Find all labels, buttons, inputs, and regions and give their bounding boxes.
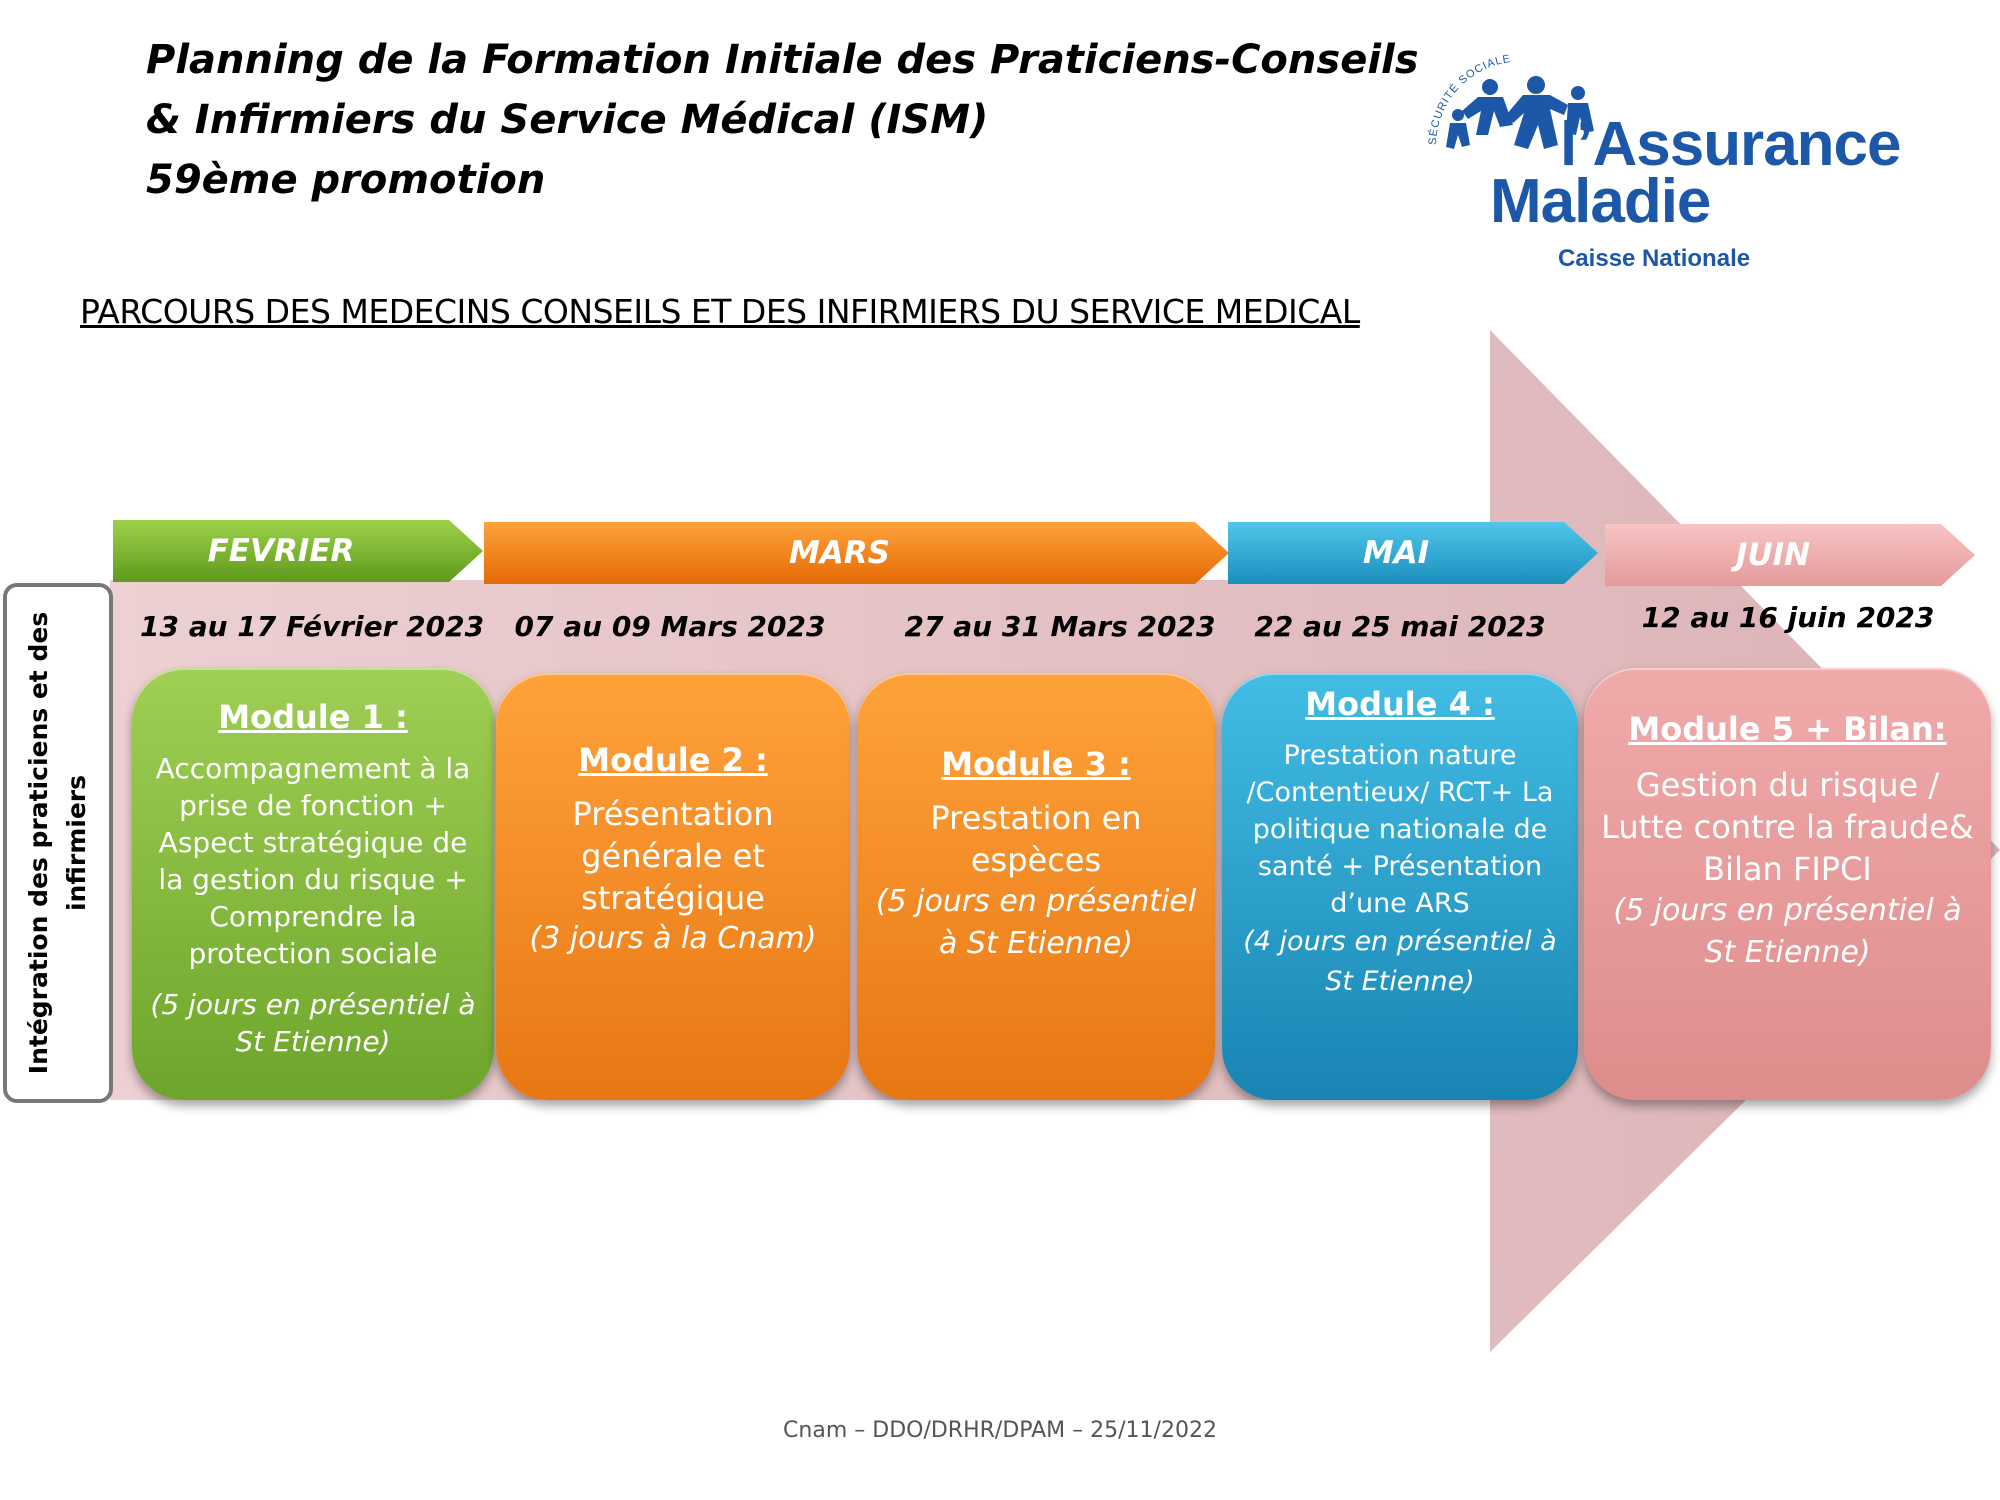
module-3-note: (5 jours en présentiel à St Etienne): [875, 884, 1197, 961]
module-1-description: Accompagnement à la prise de fonction + …: [155, 752, 471, 970]
logo-figures-icon: SÉCURITÉ SOCIALE: [1427, 53, 1594, 149]
module-3-box: Module 3 : Prestation en espèces (5 jour…: [857, 673, 1215, 1100]
module-4-note: (4 jours en présentiel à St Etienne): [1243, 926, 1557, 997]
module-1-title: Module 1 :: [218, 698, 408, 736]
month-arrow-mai: MAI: [1228, 522, 1598, 584]
module-1-note: (5 jours en présentiel à St Etienne): [150, 988, 476, 1058]
date-module-1: 13 au 17 Février 2023: [140, 610, 485, 643]
logo-name-line-2: Maladie: [1490, 167, 1711, 236]
module-5-note: (5 jours en présentiel à St Etienne): [1613, 893, 1962, 970]
title-line-1: Planning de la Formation Initiale des Pr…: [146, 37, 1419, 83]
module-2-note: (3 jours à la Cnam): [529, 921, 817, 956]
module-5-box: Module 5 + Bilan: Gestion du risque / Lu…: [1584, 668, 1991, 1100]
section-heading: PARCOURS DES MEDECINS CONSEILS ET DES IN…: [80, 292, 1360, 331]
module-4-title: Module 4 :: [1305, 685, 1495, 723]
month-arrow-fevrier: FEVRIER: [113, 520, 483, 582]
date-module-3: 27 au 31 Mars 2023: [904, 610, 1216, 643]
module-3-title: Module 3 :: [941, 745, 1131, 783]
module-2-title: Module 2 :: [578, 741, 768, 779]
module-3-description: Prestation en espèces: [930, 799, 1142, 879]
module-2-box: Module 2 : Présentation générale et stra…: [496, 673, 850, 1100]
side-label-box: Intégration des praticiens et des infirm…: [3, 583, 113, 1103]
date-module-4: 22 au 25 mai 2023: [1254, 610, 1546, 643]
title-line-3: 59ème promotion: [146, 157, 546, 203]
logo-name-line-1: l’Assurance: [1560, 110, 1902, 179]
month-arrow-juin: JUIN: [1605, 524, 1975, 586]
module-5-description: Gestion du risque / Lutte contre la frau…: [1601, 766, 1974, 888]
logo-subtitle: Caisse Nationale: [1558, 245, 1751, 272]
footer-text: Cnam – DDO/DRHR/DPAM – 25/11/2022: [783, 1418, 1217, 1443]
module-4-box: Module 4 : Prestation nature /Contentieu…: [1222, 673, 1578, 1100]
title-line-2: & Infirmiers du Service Médical (ISM): [146, 97, 989, 143]
date-module-5: 12 au 16 juin 2023: [1641, 601, 1935, 634]
month-arrow-mars: MARS: [484, 522, 1229, 584]
module-5-title: Module 5 + Bilan:: [1628, 710, 1947, 748]
module-1-box: Module 1 : Accompagnement à la prise de …: [132, 668, 494, 1100]
module-4-description: Prestation nature /Contentieux/ RCT+ La …: [1246, 740, 1554, 919]
page-title: Planning de la Formation Initiale des Pr…: [146, 30, 1419, 210]
date-module-2: 07 au 09 Mars 2023: [514, 610, 826, 643]
side-label-text: Intégration des praticiens et des infirm…: [24, 611, 91, 1075]
module-2-description: Présentation générale et stratégique: [572, 795, 774, 917]
